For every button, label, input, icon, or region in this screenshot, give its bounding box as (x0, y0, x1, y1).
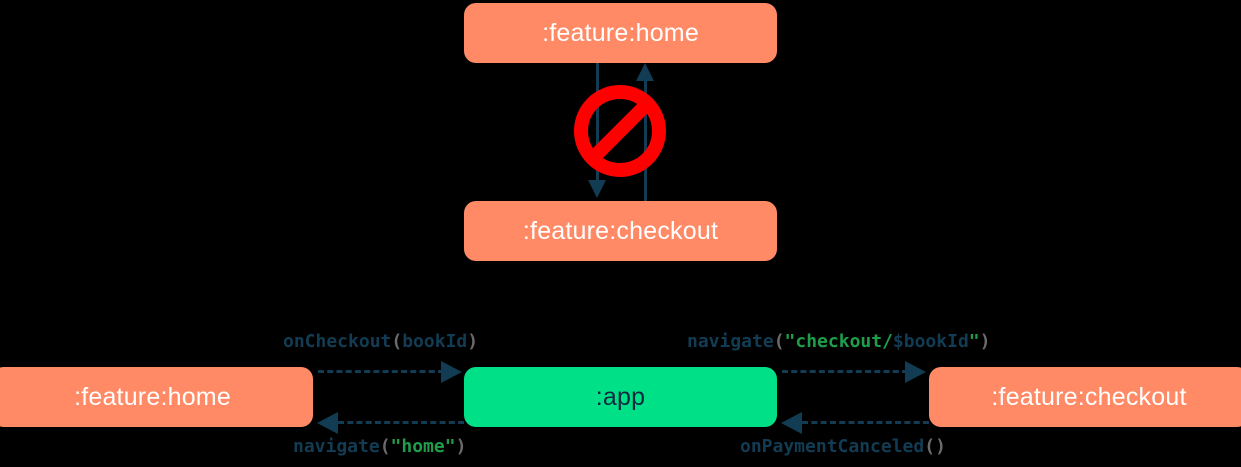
token-paren-open: ( (379, 436, 391, 457)
edge-home-to-app-line (318, 370, 444, 373)
token-string-start: "checkout/ (784, 331, 893, 352)
token-paren-open: ( (391, 331, 403, 352)
token-paren-close: ) (455, 436, 467, 457)
node-feature-checkout-bottom[interactable]: :feature:checkout (929, 367, 1241, 427)
edge-home-to-app-arrowhead (441, 361, 462, 383)
token-string: "home" (390, 436, 456, 457)
edge-label-navigate-checkout: navigate("checkout/$bookId") (687, 331, 990, 352)
token-arg: bookId (402, 331, 468, 352)
node-app[interactable]: :app (464, 367, 777, 427)
token-paren-close: ) (467, 331, 479, 352)
edge-app-to-home-line (338, 421, 464, 424)
edge-app-to-checkout-line (782, 370, 908, 373)
token-fn: onCheckout (283, 331, 392, 352)
edge-label-on-payment-canceled: onPaymentCanceled() (740, 436, 946, 457)
edge-home-to-checkout-line (596, 63, 599, 183)
node-feature-home-top[interactable]: :feature:home (464, 3, 777, 63)
no-entry-icon (574, 85, 666, 177)
edge-app-to-checkout-arrowhead (905, 361, 926, 383)
edge-checkout-to-app-line (802, 421, 929, 424)
token-fn: navigate (293, 436, 380, 457)
token-fn: navigate (687, 331, 774, 352)
token-paren-close: ) (935, 436, 946, 457)
edge-app-to-home-arrowhead (317, 412, 338, 434)
node-feature-checkout-top[interactable]: :feature:checkout (464, 201, 777, 261)
edge-checkout-to-home-arrowhead (636, 63, 654, 81)
token-paren-close: ) (979, 331, 991, 352)
edge-label-on-checkout: onCheckout(bookId) (283, 331, 478, 352)
edge-home-to-checkout-arrowhead (588, 180, 606, 198)
edge-checkout-to-app-arrowhead (781, 412, 802, 434)
edge-checkout-to-home-line (644, 80, 647, 201)
token-paren-open: ( (773, 331, 785, 352)
token-interpolated-var: $bookId (892, 331, 969, 352)
token-fn: onPaymentCanceled (740, 436, 925, 457)
edge-label-navigate-home: navigate("home") (293, 436, 466, 457)
token-string-end: " (968, 331, 980, 352)
node-feature-home-bottom[interactable]: :feature:home (0, 367, 313, 427)
token-paren-open: ( (924, 436, 936, 457)
